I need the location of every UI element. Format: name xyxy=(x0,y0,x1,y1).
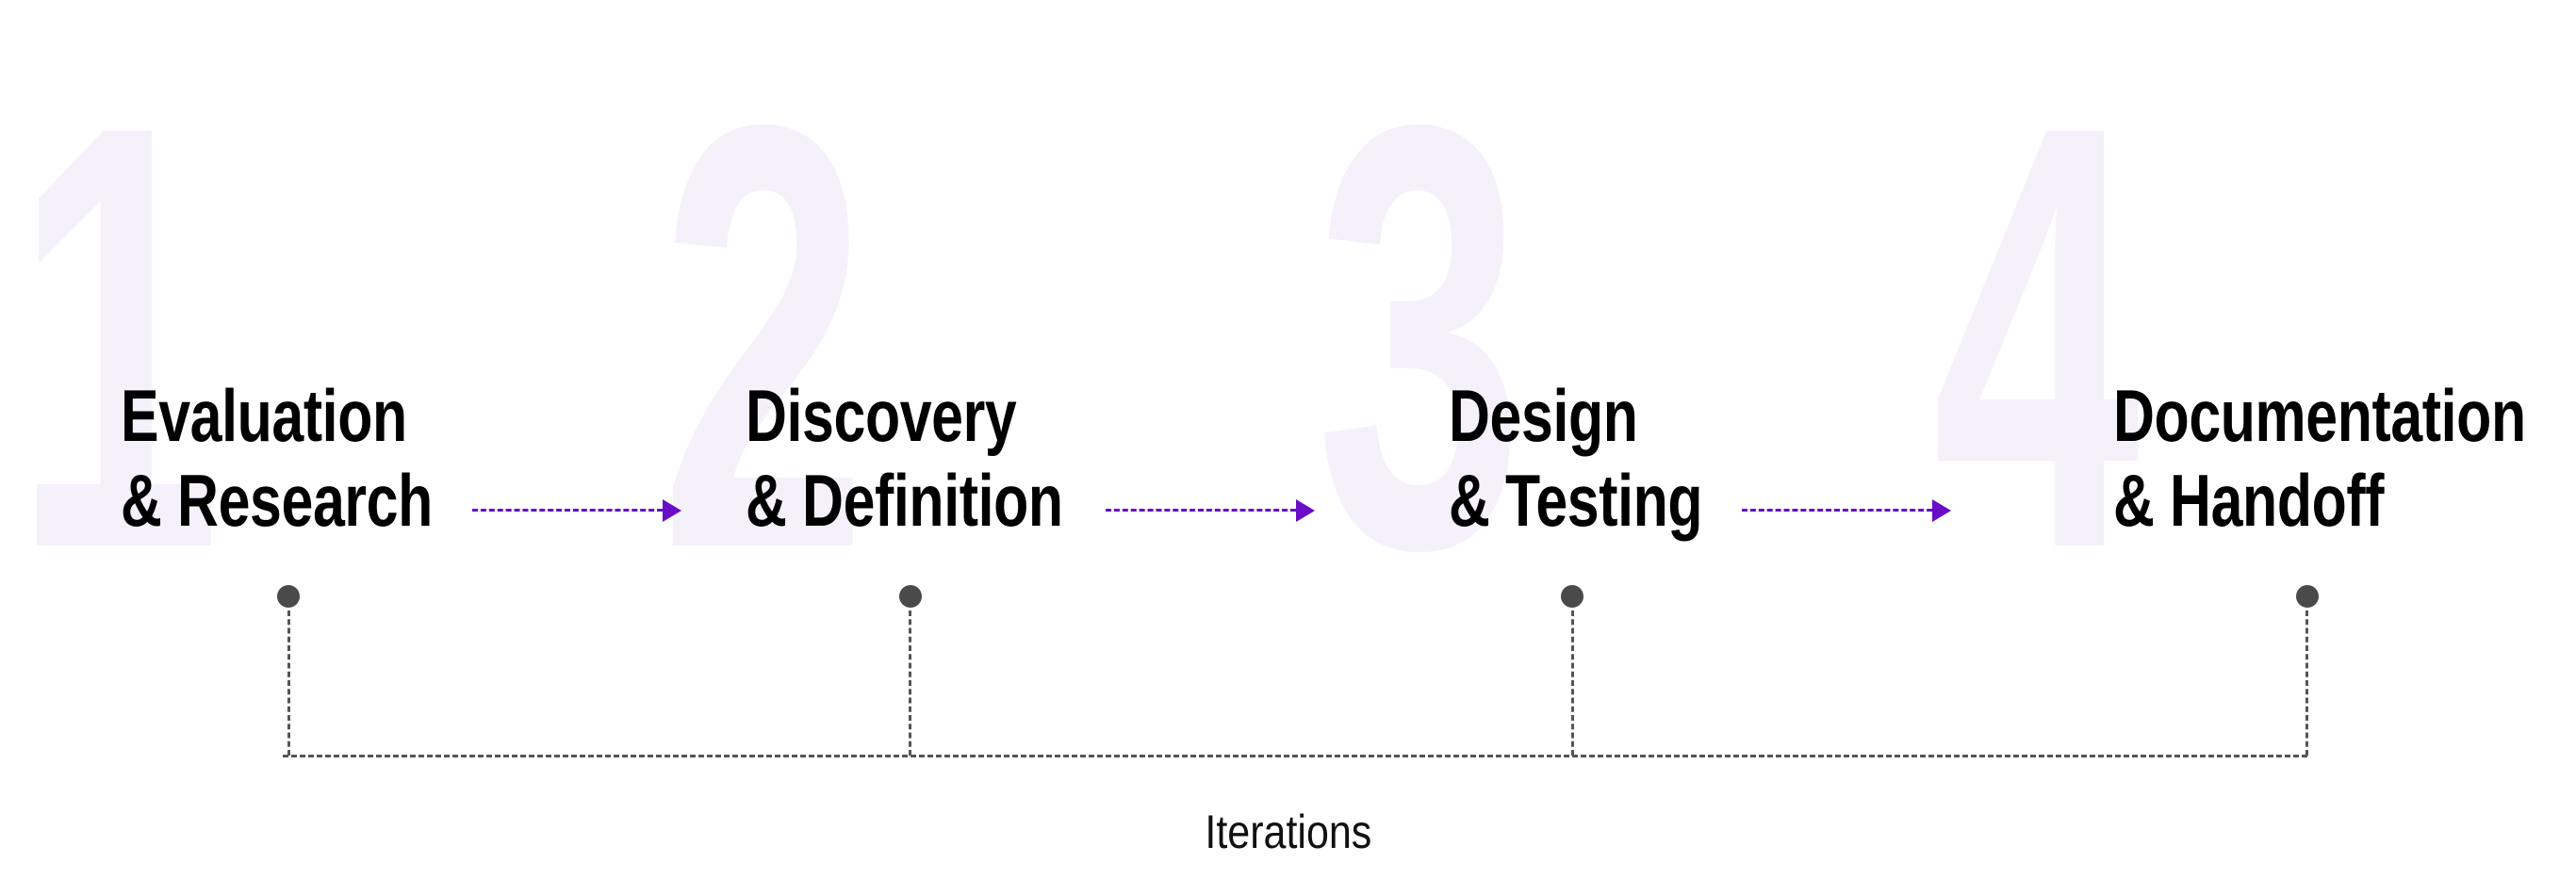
arrow-step-1-to-2 xyxy=(472,499,681,522)
iteration-connector-4 xyxy=(2305,610,2308,756)
step-4-title-line1: Documentation xyxy=(2113,374,2526,457)
arrow-right-icon xyxy=(1932,499,1951,522)
step-number-3-watermark: 3 xyxy=(1316,0,1524,674)
arrow-step-2-to-3 xyxy=(1106,499,1315,522)
step-4-title-line2: & Handoff xyxy=(2113,459,2385,542)
iteration-connector-3 xyxy=(1571,610,1574,756)
iteration-bracket-line xyxy=(283,755,2307,757)
step-2-title-line1: Discovery xyxy=(746,374,1017,457)
dotted-line xyxy=(472,509,663,512)
step-1-title: Evaluation & Research xyxy=(121,373,520,543)
iteration-connector-2 xyxy=(909,610,911,756)
step-3-title: Design & Testing xyxy=(1449,373,1774,543)
arrow-right-icon xyxy=(1296,499,1315,522)
step-1-title-line1: Evaluation xyxy=(121,374,407,457)
iteration-dot-3 xyxy=(1561,585,1583,608)
dotted-line xyxy=(1106,509,1296,512)
iteration-dot-1 xyxy=(277,585,300,608)
iterations-label: Iterations xyxy=(0,804,2576,860)
iterations-label-text: Iterations xyxy=(1205,806,1371,858)
step-3-title-line2: & Testing xyxy=(1449,459,1703,542)
step-4-title: Documentation & Handoff xyxy=(2113,373,2576,543)
step-3-title-line1: Design xyxy=(1449,374,1638,457)
dotted-line xyxy=(1742,509,1932,512)
arrow-step-3-to-4 xyxy=(1742,499,1951,522)
step-1-title-line2: & Research xyxy=(121,459,433,542)
step-2-title-line2: & Definition xyxy=(746,459,1063,542)
step-2-title: Discovery & Definition xyxy=(746,373,1153,543)
iteration-connector-1 xyxy=(287,610,290,756)
arrow-right-icon xyxy=(663,499,681,522)
iteration-dot-4 xyxy=(2296,585,2319,608)
step-number-4-watermark: 4 xyxy=(1932,0,2141,674)
step-number-2-watermark: 2 xyxy=(660,0,868,674)
iteration-dot-2 xyxy=(899,585,922,608)
step-number-1-watermark: 1 xyxy=(13,0,222,674)
